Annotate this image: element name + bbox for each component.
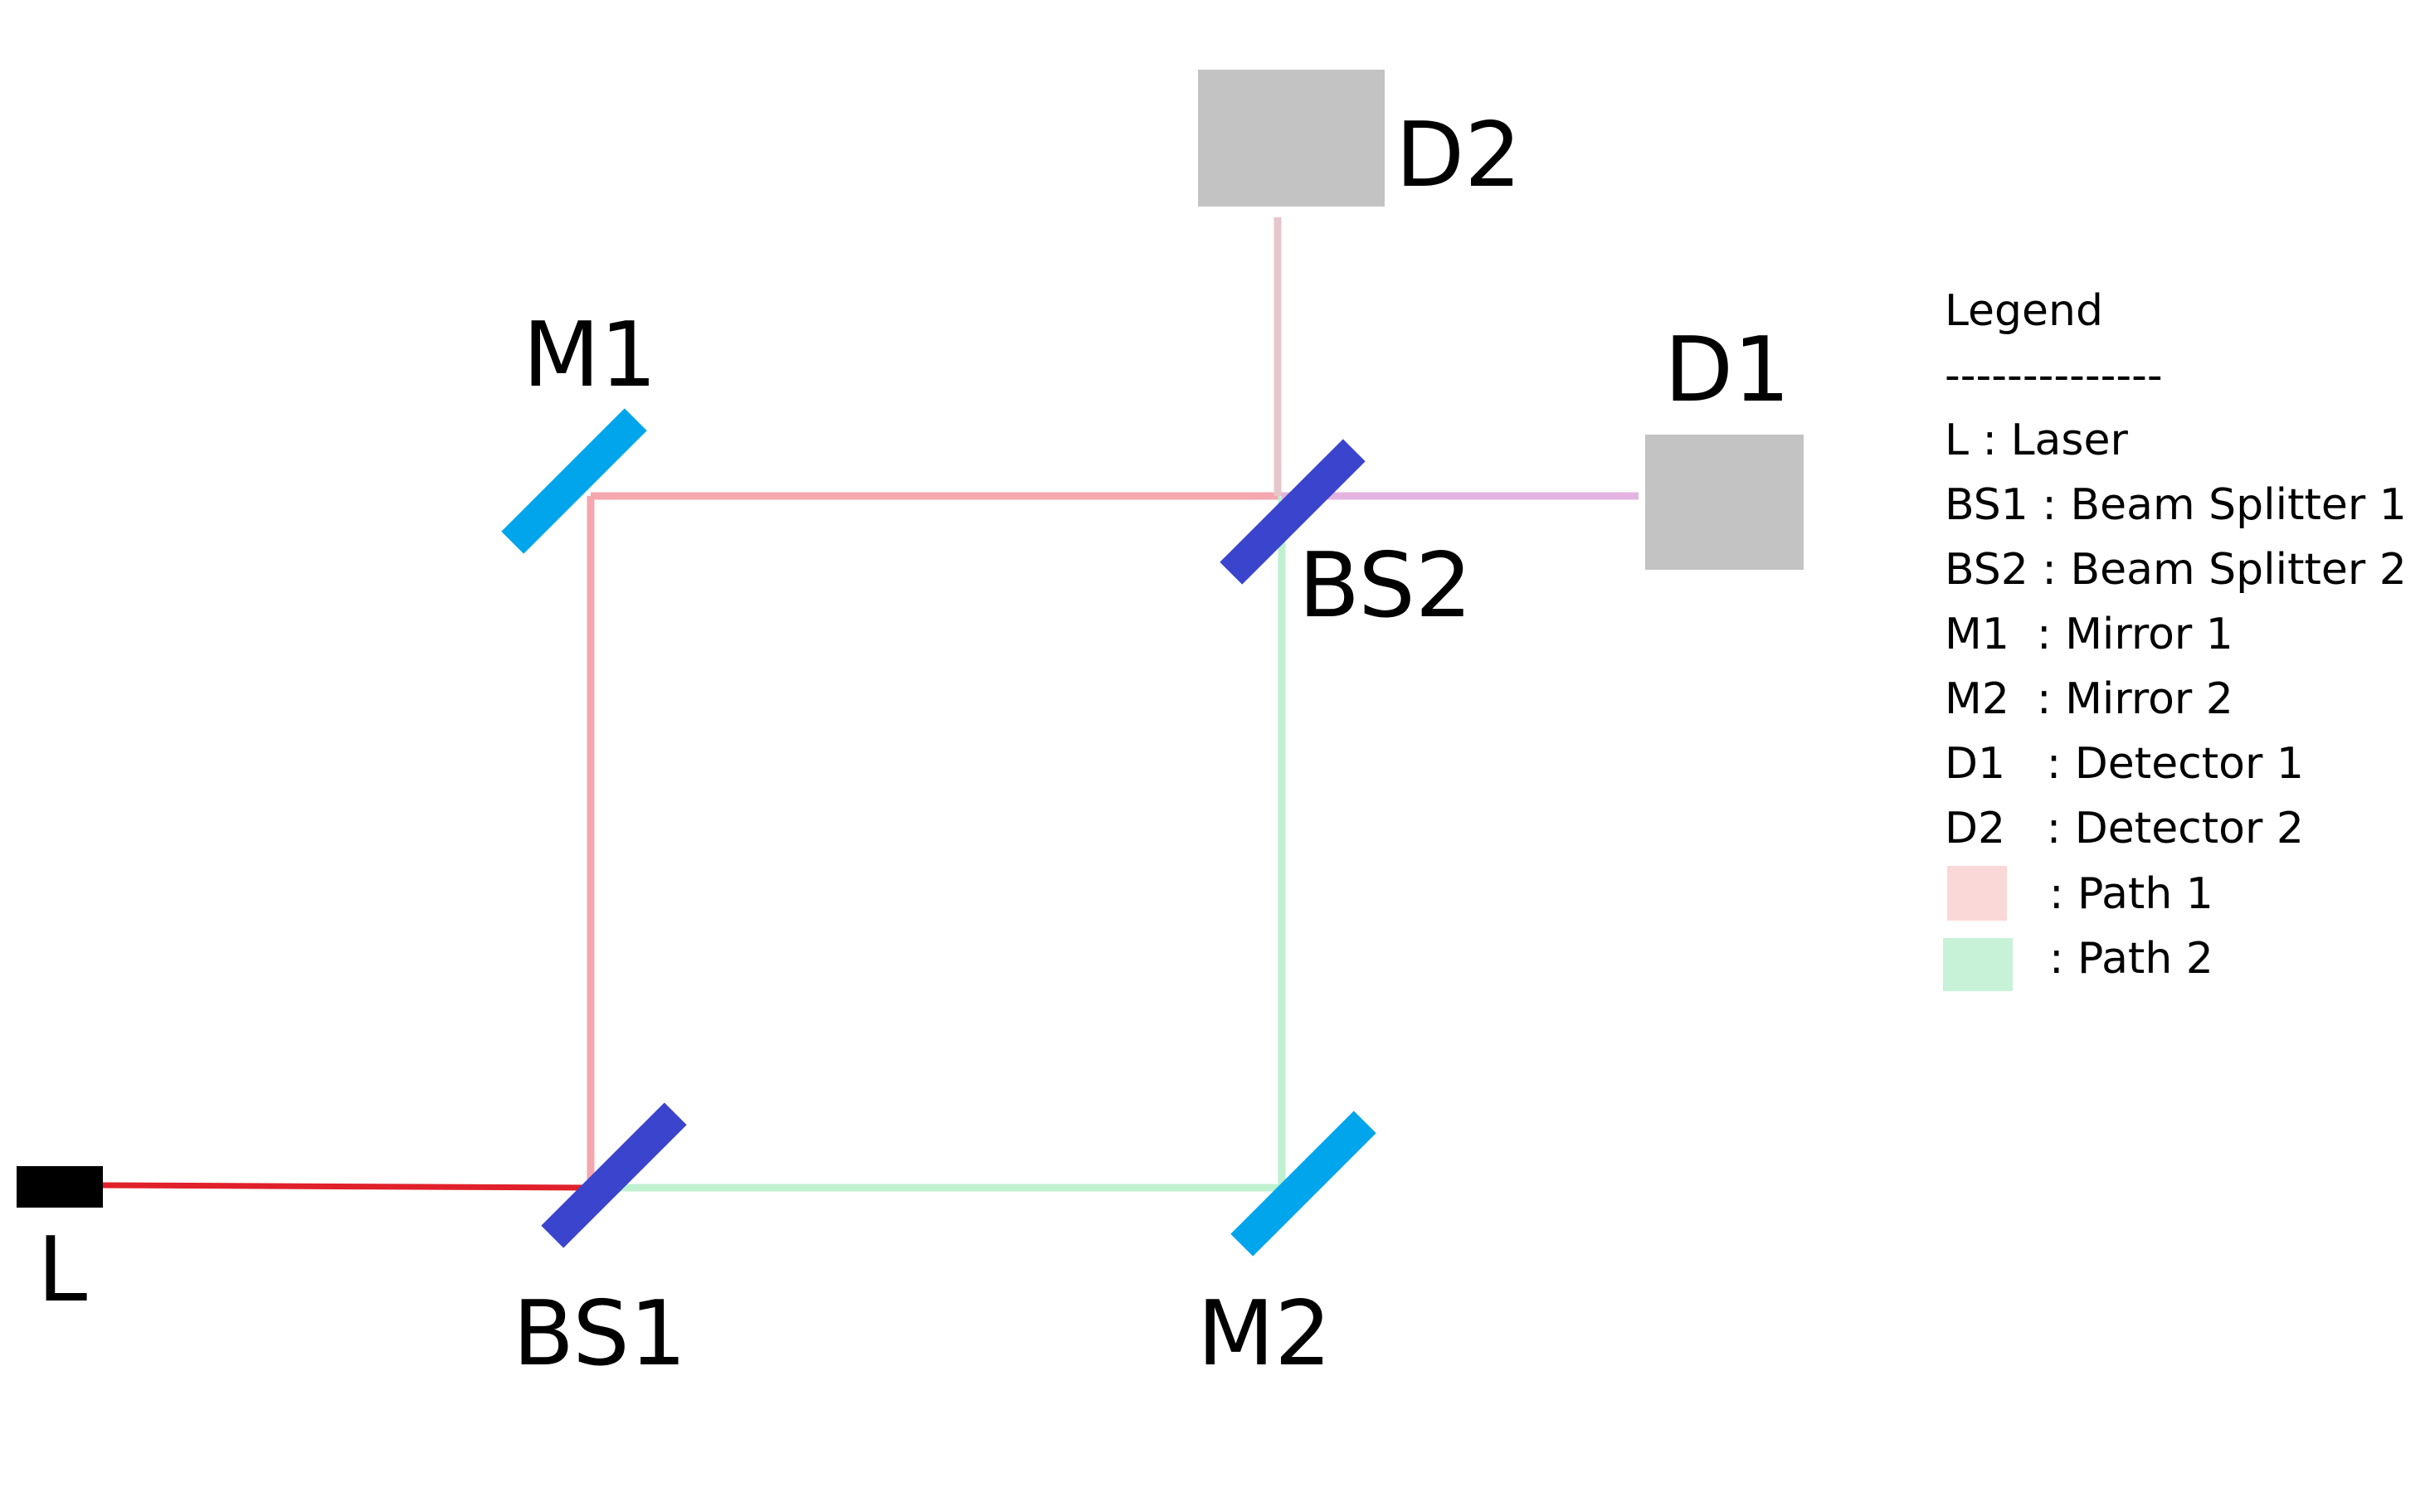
beam-splitter-2 xyxy=(1220,439,1366,585)
laser-label: L xyxy=(37,1218,87,1322)
laser-beam xyxy=(99,1182,592,1191)
bs2-label: BS2 xyxy=(1298,534,1472,638)
legend-item-d1: D1 : Detector 1 xyxy=(1945,739,2304,789)
detector-2 xyxy=(1198,70,1385,207)
legend-item-bs2: BS2 : Beam Splitter 2 xyxy=(1945,545,2407,595)
detector-1 xyxy=(1645,435,1804,570)
legend-divider: -------------- xyxy=(1945,351,2163,401)
bs1-label: BS1 xyxy=(513,1282,686,1386)
legend-title: Legend xyxy=(1945,286,2103,336)
m2-label: M2 xyxy=(1197,1282,1332,1386)
legend-path2-label: : Path 2 xyxy=(2049,934,2213,984)
legend-item-m2: M2 : Mirror 2 xyxy=(1945,674,2233,724)
d1-label: D1 xyxy=(1664,318,1790,422)
legend-item-d2: D2 : Detector 2 xyxy=(1945,804,2304,853)
d2-label: D2 xyxy=(1395,104,1522,207)
m1-label: M1 xyxy=(523,304,657,407)
laser-body xyxy=(17,1166,103,1208)
legend-path1-swatch xyxy=(1947,866,2007,921)
beam-splitter-1 xyxy=(541,1102,687,1248)
legend-item-m1: M1 : Mirror 1 xyxy=(1945,610,2233,659)
mirror-2 xyxy=(1230,1111,1376,1257)
mirror-1 xyxy=(501,408,647,554)
legend-path1-label: : Path 1 xyxy=(2049,869,2213,919)
legend-item-laser: L : Laser xyxy=(1945,416,2128,465)
legend-item-bs1: BS1 : Beam Splitter 1 xyxy=(1945,480,2407,530)
legend: Legend -------------- L : Laser BS1 : Be… xyxy=(1943,286,2407,991)
legend-path2-swatch xyxy=(1943,938,2013,991)
